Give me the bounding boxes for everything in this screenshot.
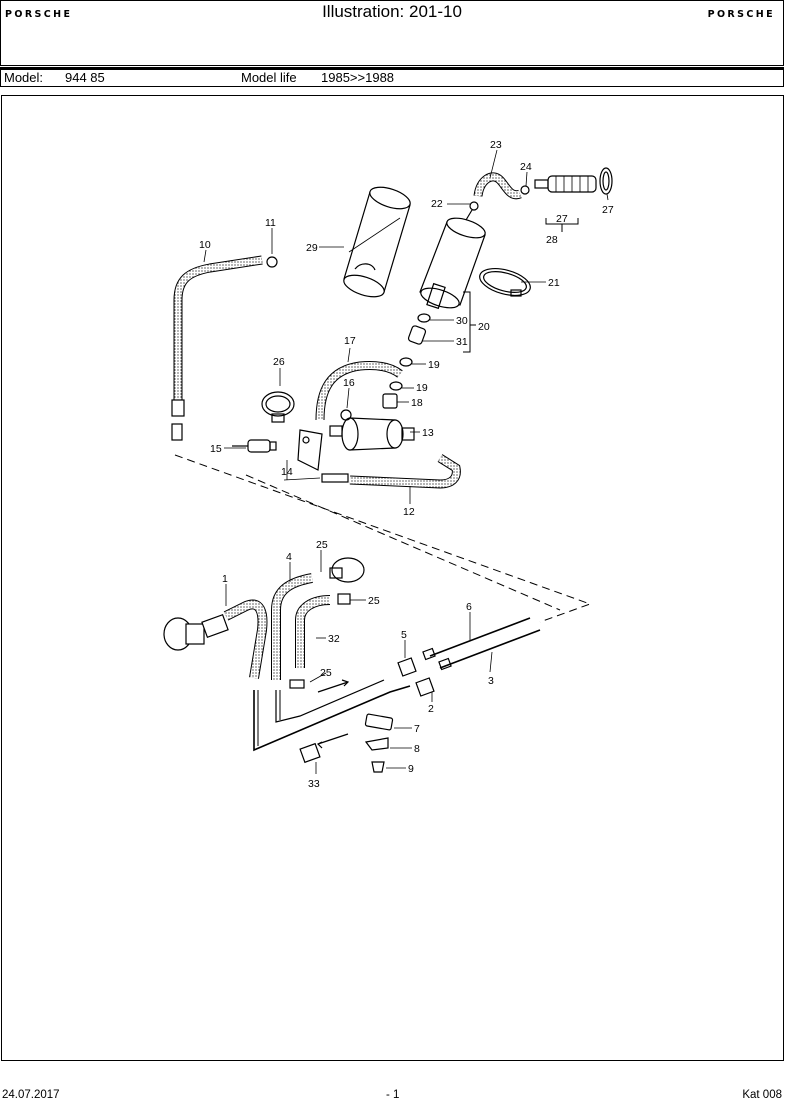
fuel-pump-assembly (171, 167, 613, 489)
bracket-14 (297, 429, 323, 471)
callout-10: 10 (199, 239, 211, 251)
callout-11: 11 (265, 217, 276, 229)
seal-ring-30 (417, 313, 431, 323)
fuel-hose-17 (315, 361, 403, 421)
seal-ring-19-lower (389, 381, 403, 391)
fuel-hose-10 (173, 255, 263, 400)
fitting-16 (340, 409, 352, 421)
callout-20: 20 (478, 321, 490, 333)
flow-arrow-lower (316, 733, 349, 749)
fuel-line-return (275, 679, 385, 723)
callout-7: 7 (414, 723, 420, 735)
fuel-pump-20 (419, 201, 486, 310)
bracket-8 (364, 737, 389, 751)
pressure-regulator-25 (329, 557, 365, 583)
fuel-pump-29 (343, 186, 411, 298)
clamp-25-mid (337, 593, 351, 605)
callout-31: 31 (456, 336, 468, 348)
callout-21: 21 (548, 277, 560, 289)
callout-2: 2 (428, 703, 434, 715)
bolt-9 (371, 761, 385, 773)
callout-29: 29 (306, 242, 318, 254)
dashed-connection-lines (174, 454, 592, 623)
fuel-line-assembly (163, 557, 541, 773)
callout-19-lower: 19 (416, 382, 428, 394)
fuel-filter-13 (329, 417, 415, 451)
clamp-11 (266, 256, 278, 268)
valve-15 (232, 439, 277, 453)
callout-13: 13 (422, 427, 434, 439)
callout-14: 14 (281, 466, 293, 478)
porsche-logo-left: PORSCHE (5, 9, 73, 20)
callout-1: 1 (222, 573, 228, 585)
callout-labels: 23 24 22 27 27 28 21 29 30 20 31 19 19 1… (199, 139, 614, 790)
fuel-line-6 (429, 617, 531, 657)
fitting-12-end (321, 473, 349, 483)
callout-15: 15 (210, 443, 222, 455)
nut-18 (382, 393, 398, 409)
callout-9: 9 (408, 763, 414, 775)
clamp-7 (364, 713, 394, 731)
callout-25-low: 25 (320, 667, 332, 679)
callout-26: 26 (273, 356, 285, 368)
connector-2 (415, 677, 435, 697)
pressure-regulator-left (163, 613, 229, 651)
callout-27-bracket: 27 (556, 213, 568, 225)
callout-5: 5 (401, 629, 407, 641)
callout-24: 24 (520, 161, 532, 173)
fitting-10-stub (171, 423, 183, 441)
callout-22: 22 (431, 198, 443, 210)
fitting-31 (407, 325, 427, 345)
callout-25-top: 25 (316, 539, 328, 551)
callout-4: 4 (286, 551, 292, 563)
callout-28: 28 (546, 234, 558, 246)
callout-30: 30 (456, 315, 468, 327)
footer-catalog: Kat 008 (742, 1089, 782, 1101)
model-life-value: 1985>>1988 (321, 70, 395, 85)
model-life-label: Model life (241, 70, 297, 85)
flow-arrow-upper (317, 679, 350, 693)
callout-33: 33 (308, 778, 320, 790)
callout-12: 12 (403, 506, 415, 518)
fuel-line-2 (253, 685, 411, 752)
callout-17: 17 (344, 335, 356, 347)
fuel-strainer-27 (520, 167, 613, 195)
illustration-title: Illustration: 201-10 (322, 2, 462, 21)
leader-lines (203, 149, 609, 774)
fuel-line-3 (439, 629, 541, 669)
callout-16: 16 (343, 377, 355, 389)
callout-3: 3 (488, 675, 494, 687)
model-label: Model: (4, 70, 44, 85)
callout-18: 18 (411, 397, 423, 409)
connector-33 (299, 742, 321, 764)
callout-23: 23 (490, 139, 502, 151)
model-bar: Model: 944 85 Model life 1985>>1988 (0, 67, 784, 87)
page-header: PORSCHE Illustration: 201-10 PORSCHE (0, 0, 784, 66)
callout-32: 32 (328, 633, 340, 645)
callout-25-mid: 25 (368, 595, 380, 607)
hose-clamp-21 (479, 267, 531, 297)
footer-page-number: - 1 (386, 1089, 400, 1101)
callout-27-right: 27 (602, 204, 614, 216)
clamp-25-low (289, 679, 305, 689)
diagram-frame (1, 95, 784, 1061)
callout-19-upper: 19 (428, 359, 440, 371)
callout-8: 8 (414, 743, 420, 755)
footer-date: 24.07.2017 (2, 1089, 60, 1101)
model-value: 944 85 (65, 70, 105, 85)
callout-6: 6 (466, 601, 472, 613)
hose-clamp-26 (261, 391, 295, 423)
porsche-logo-right: PORSCHE (707, 9, 775, 20)
fitting-10-end (171, 399, 185, 417)
connector-5 (397, 657, 417, 677)
seal-ring-19-upper (399, 357, 413, 367)
